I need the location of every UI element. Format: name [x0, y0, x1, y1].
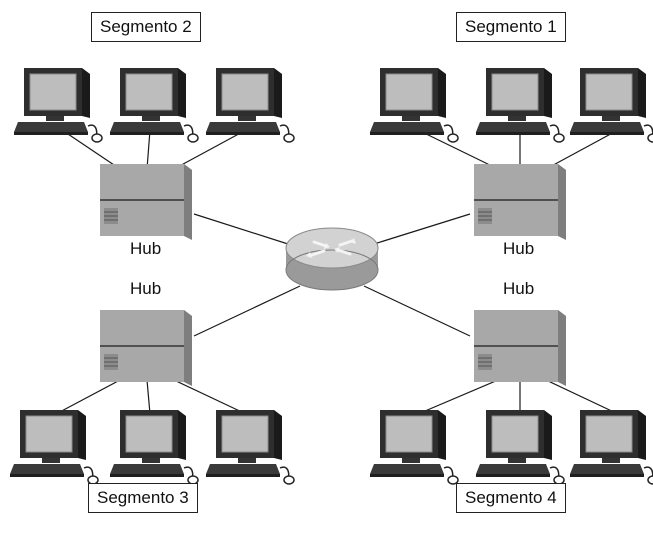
pc-segment4-1 [369, 409, 459, 485]
connection-lines [55, 129, 619, 415]
segment-label-2: Segmento 2 [91, 12, 201, 42]
pc-segment4-3 [569, 409, 653, 485]
pc-segment2-3 [205, 67, 295, 143]
hub-icon-top-right [473, 163, 567, 241]
hub-label-top-right: Hub [503, 239, 535, 258]
hub-icon-bottom-left [99, 309, 193, 387]
hub-label-top-left: Hub [130, 239, 162, 258]
hub-icon-top-left [99, 163, 193, 241]
hub-label-bottom-right: Hub [503, 279, 535, 298]
hub-label-bottom-left: Hub [130, 279, 162, 298]
hub-icon-bottom-right [473, 309, 567, 387]
pc-segment3-3 [205, 409, 295, 485]
pc-segment2-1 [13, 67, 103, 143]
pc-segment1-3 [569, 67, 653, 143]
pc-segment2-2 [109, 67, 199, 143]
pc-segment1-1 [369, 67, 459, 143]
pc-segment1-2 [475, 67, 565, 143]
segment-label-1: Segmento 1 [456, 12, 566, 42]
pc-segment3-1 [9, 409, 99, 485]
segment-label-4: Segmento 4 [456, 483, 566, 513]
router-icon [285, 227, 379, 291]
pc-segment4-2 [475, 409, 565, 485]
pc-segment3-2 [109, 409, 199, 485]
segment-label-3: Segmento 3 [88, 483, 198, 513]
